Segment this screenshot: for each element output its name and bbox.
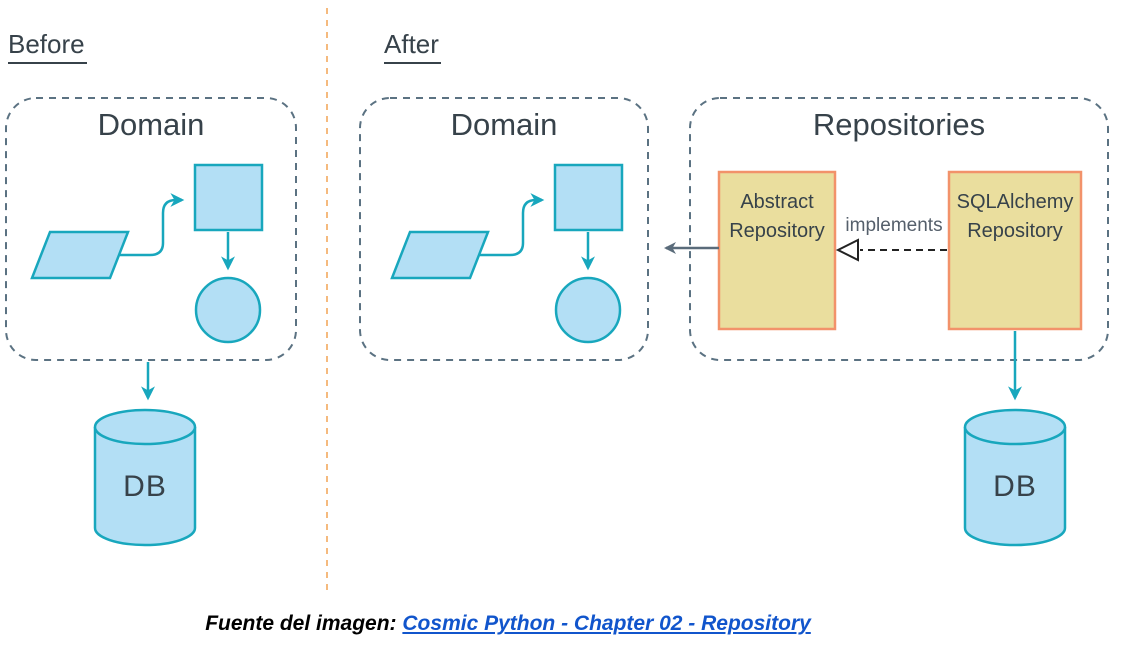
sqlalchemy-repository-label-line2: Repository <box>967 220 1063 242</box>
repositories-title: Repositories <box>812 107 986 142</box>
before-circle-shape <box>194 276 262 344</box>
after-db-cylinder-body <box>963 427 1067 547</box>
before-domain-title: Domain <box>97 107 205 142</box>
repositories-box <box>689 97 1109 361</box>
image-source-caption: Fuente del imagen: Cosmic Python - Chapt… <box>0 612 1016 636</box>
caption-prefix: Fuente del imagen: <box>205 612 397 635</box>
before-db-label: DB <box>123 470 167 503</box>
sqlalchemy-repository-label: SQLAlchemy Repository <box>949 188 1081 246</box>
after-parallelogram-to-square-arrow <box>479 193 545 257</box>
after-domain-box <box>359 97 649 361</box>
abstract-repository-label-line1: Abstract <box>740 191 814 213</box>
before-parallelogram-to-square-arrow <box>119 193 185 257</box>
after-domain-title: Domain <box>450 107 558 142</box>
after-square-shape <box>553 163 624 232</box>
after-parallelogram-shape <box>390 230 490 280</box>
implements-arrow-head <box>835 238 859 262</box>
before-db-cylinder-top <box>93 408 197 446</box>
after-db-label: DB <box>993 470 1037 503</box>
before-section-label: Before <box>8 30 87 64</box>
caption-source-link[interactable]: Cosmic Python - Chapter 02 - Repository <box>402 612 811 635</box>
abstract-repository-box <box>717 170 837 331</box>
implements-label: implements <box>845 215 943 236</box>
before-domain-box <box>5 97 297 361</box>
before-db-cylinder-body <box>93 427 197 547</box>
after-section-label: After <box>384 30 441 64</box>
abstract-repository-label: Abstract Repository <box>719 188 835 246</box>
after-db-cylinder-top <box>963 408 1067 446</box>
before-square-shape <box>193 163 264 232</box>
sqlalchemy-repository-box <box>947 170 1083 331</box>
sqlalchemy-repository-label-line1: SQLAlchemy <box>956 191 1074 213</box>
after-circle-shape <box>554 276 622 344</box>
before-parallelogram-shape <box>30 230 130 280</box>
diagram-svg <box>5 8 1109 590</box>
abstract-repository-label-line2: Repository <box>729 220 825 242</box>
